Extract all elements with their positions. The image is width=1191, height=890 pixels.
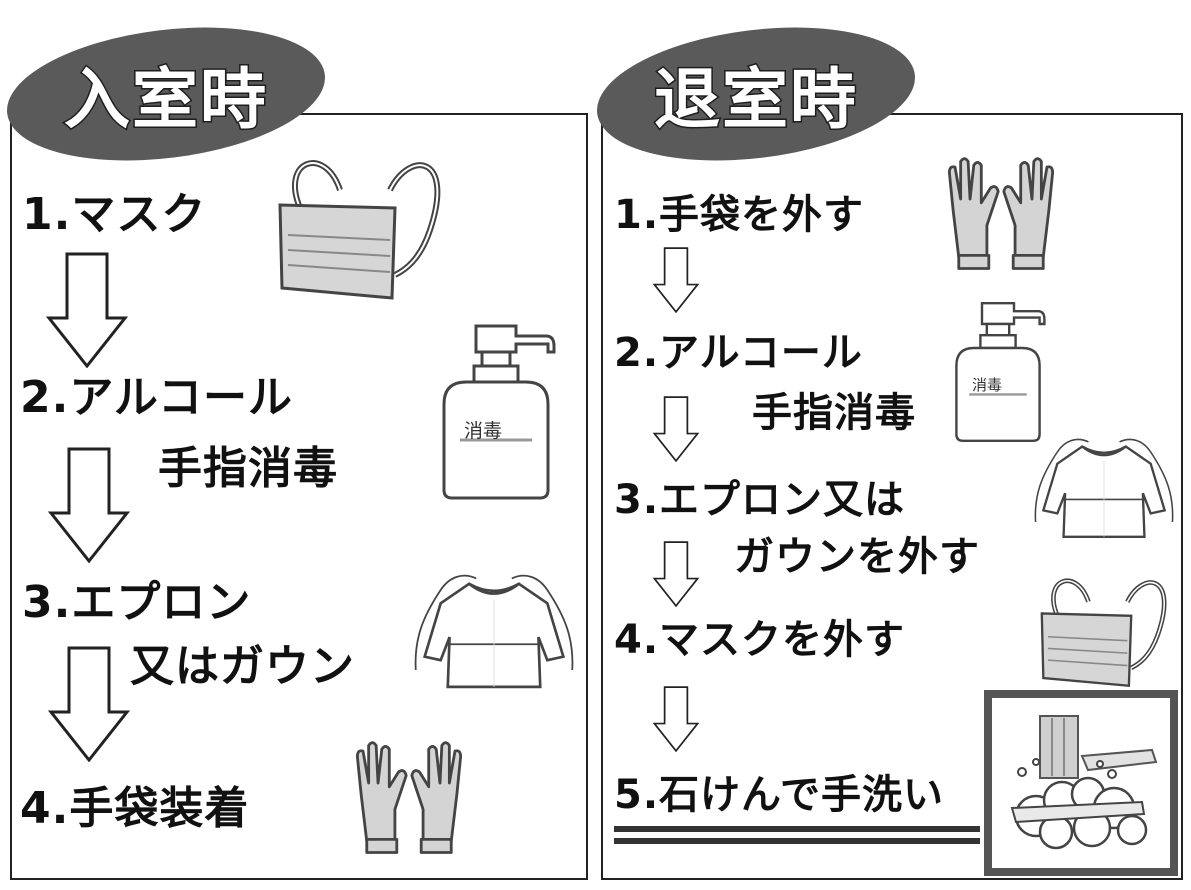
gown-icon <box>414 560 574 700</box>
gloves-icon <box>940 152 1062 278</box>
down-arrow-icon <box>640 396 712 462</box>
exit-title: 退室時 <box>653 60 860 140</box>
down-arrow-icon <box>640 686 712 752</box>
handwash-icon <box>1010 715 1158 850</box>
entry-step-1: 1.マスク <box>22 189 207 240</box>
exit-step-2: 2.アルコール <box>614 330 863 376</box>
entry-step-3-cont: 又はガウン <box>130 641 355 692</box>
exit-step-3-cont: ガウンを外す <box>734 534 980 580</box>
down-arrow-icon <box>48 646 130 762</box>
entry-step-4: 4.手袋装着 <box>20 783 250 834</box>
gown-icon <box>1034 428 1174 546</box>
exit-step-5: 5.石けんで手洗い <box>614 772 945 818</box>
down-arrow-icon <box>640 541 712 607</box>
handwash-frame <box>984 690 1178 876</box>
sanitizer-icon: 消毒 <box>436 322 556 502</box>
mask-icon <box>1034 570 1174 688</box>
sanitizer-label: 消毒 <box>464 420 503 442</box>
entry-step-3: 3.エプロン <box>22 577 252 628</box>
exit-step-1: 1.手袋を外す <box>614 192 865 238</box>
step-5-underline <box>614 838 980 844</box>
entry-step-2: 2.アルコール <box>20 372 294 423</box>
mask-icon <box>270 150 450 300</box>
down-arrow-icon <box>46 252 128 368</box>
down-arrow-icon <box>48 447 130 563</box>
sanitizer-label: 消毒 <box>972 376 1003 394</box>
gloves-icon <box>348 736 470 862</box>
exit-step-2-cont: 手指消毒 <box>752 390 916 436</box>
sanitizer-icon: 消毒 <box>950 300 1046 444</box>
exit-step-3: 3.エプロン又は <box>614 477 906 523</box>
entry-title: 入室時 <box>63 60 270 140</box>
exit-step-4: 4.マスクを外す <box>614 617 906 663</box>
step-5-underline <box>614 826 980 832</box>
down-arrow-icon <box>640 247 712 313</box>
entry-step-2-cont: 手指消毒 <box>158 443 338 494</box>
